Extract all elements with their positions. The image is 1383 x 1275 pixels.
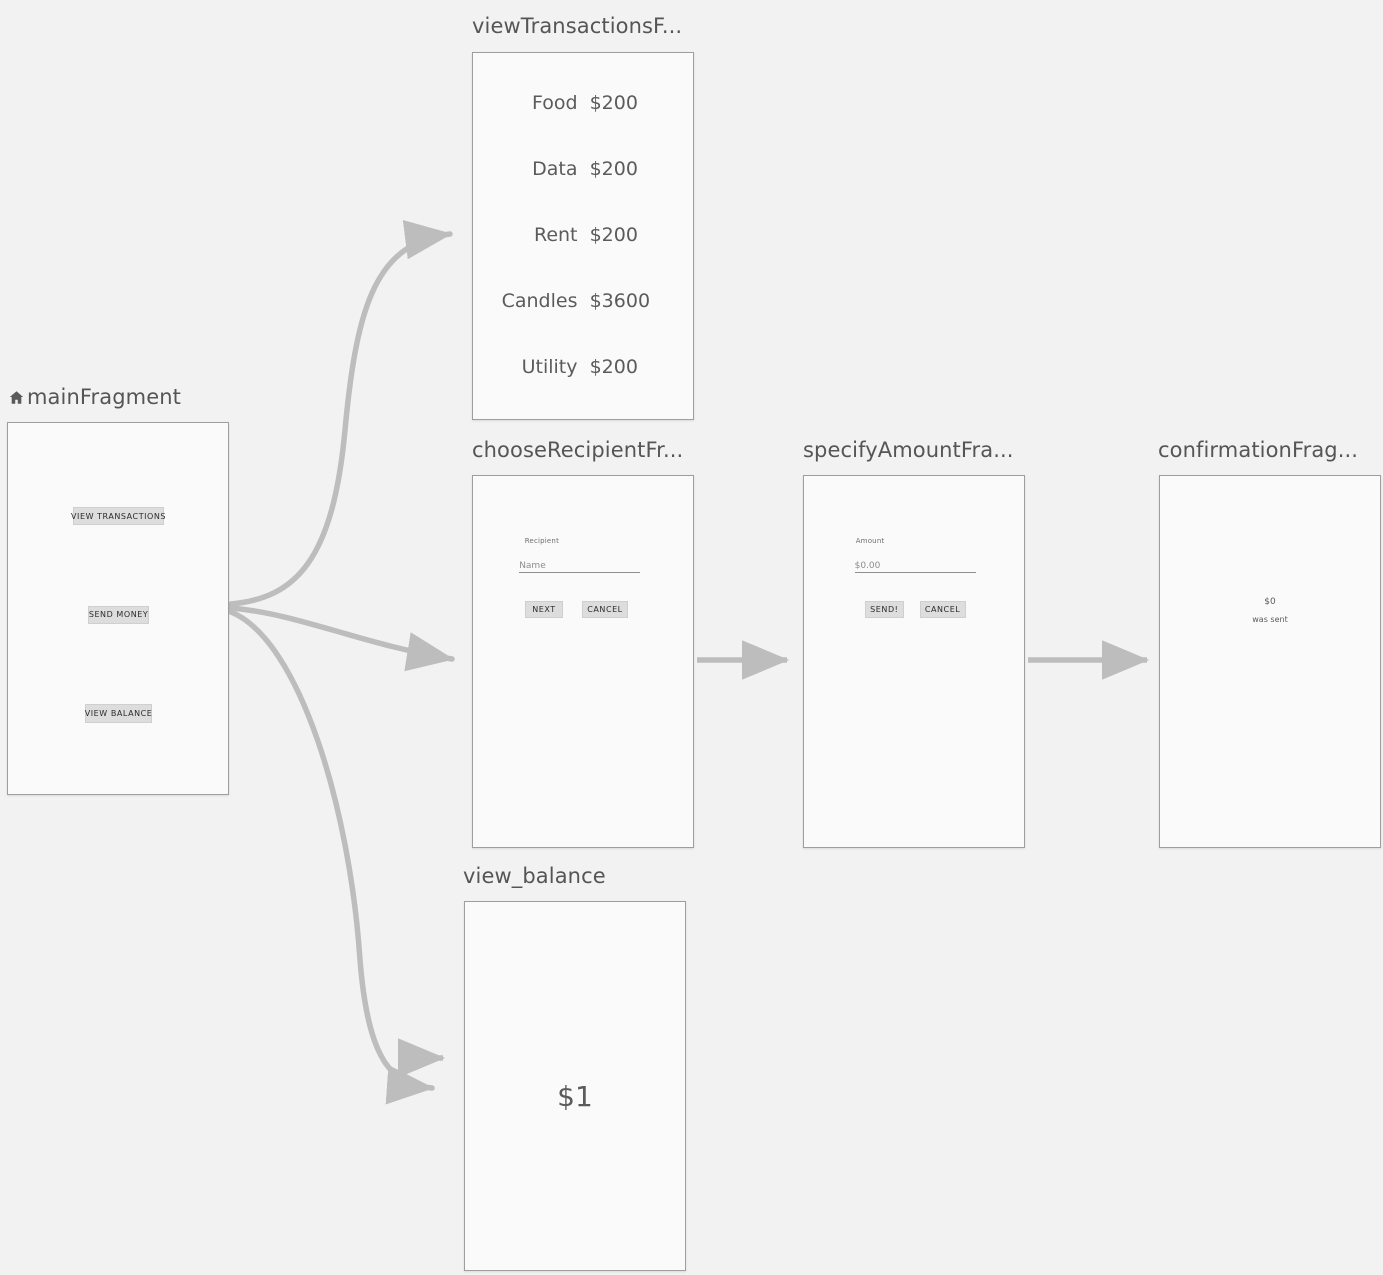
- cancel-button[interactable]: CANCEL: [581, 601, 629, 619]
- amount-field-label: Amount: [855, 537, 885, 546]
- view-transactions-button[interactable]: VIEW TRANSACTIONS: [71, 506, 166, 526]
- send-button[interactable]: SEND!: [864, 601, 905, 619]
- transaction-amount: $3600: [589, 290, 651, 312]
- transaction-name: Utility: [521, 356, 578, 378]
- transaction-name: Data: [532, 158, 578, 180]
- view-transactions-preview[interactable]: Food $200 Data $200 Rent $200 Candles $3…: [472, 52, 694, 420]
- transaction-row: Food $200: [473, 92, 693, 118]
- confirmation-amount: $0: [1264, 596, 1276, 607]
- transaction-amount: $200: [589, 224, 638, 246]
- destination-confirmation-fragment-title: confirmationFrag...: [1158, 438, 1359, 462]
- action-main-to-view-transactions: [228, 219, 453, 607]
- cancel-button[interactable]: CANCEL: [919, 601, 966, 619]
- choose-recipient-preview[interactable]: Recipient Name NEXT CANCEL: [472, 475, 694, 848]
- destination-specify-amount-fragment-title: specifyAmountFra...: [803, 438, 1014, 462]
- transaction-row: Candles $3600: [473, 290, 693, 316]
- view-balance-button[interactable]: VIEW BALANCE: [85, 704, 153, 723]
- transaction-row: Utility $200: [473, 356, 693, 382]
- transaction-name: Candles: [501, 290, 578, 312]
- transaction-name: Food: [531, 92, 578, 114]
- amount-input[interactable]: $0.00: [854, 561, 976, 574]
- balance-amount: $1: [557, 1080, 593, 1114]
- next-button[interactable]: NEXT: [524, 601, 564, 619]
- action-main-to-choose-recipient: [228, 605, 455, 672]
- transaction-row: Rent $200: [473, 224, 693, 250]
- confirmation-preview[interactable]: $0 was sent: [1159, 475, 1381, 848]
- transaction-name: Rent: [533, 224, 578, 246]
- home-icon: [8, 387, 25, 411]
- destination-main-fragment-title-row: mainFragment: [8, 385, 181, 411]
- destination-main-fragment-title: mainFragment: [27, 385, 181, 409]
- destination-choose-recipient-fragment-title: chooseRecipientFr...: [472, 438, 684, 462]
- confirmation-status: was sent: [1252, 615, 1288, 625]
- destination-view-balance-title: view_balance: [463, 864, 606, 888]
- action-main-to-view-balance: [228, 609, 435, 1105]
- recipient-field-label: Recipient: [524, 537, 560, 546]
- send-money-button[interactable]: SEND MONEY: [88, 605, 149, 625]
- transaction-row: Data $200: [473, 158, 693, 184]
- transaction-amount: $200: [589, 158, 638, 180]
- transaction-amount: $200: [589, 356, 638, 378]
- view-balance-preview[interactable]: $1: [464, 901, 686, 1271]
- destination-view-transactions-fragment-title: viewTransactionsF...: [472, 14, 683, 38]
- recipient-name-input[interactable]: Name: [519, 561, 641, 574]
- specify-amount-preview[interactable]: Amount $0.00 SEND! CANCEL: [803, 475, 1025, 848]
- main-fragment-preview[interactable]: VIEW TRANSACTIONS SEND MONEY VIEW BALANC…: [7, 422, 229, 795]
- transaction-amount: $200: [589, 92, 638, 114]
